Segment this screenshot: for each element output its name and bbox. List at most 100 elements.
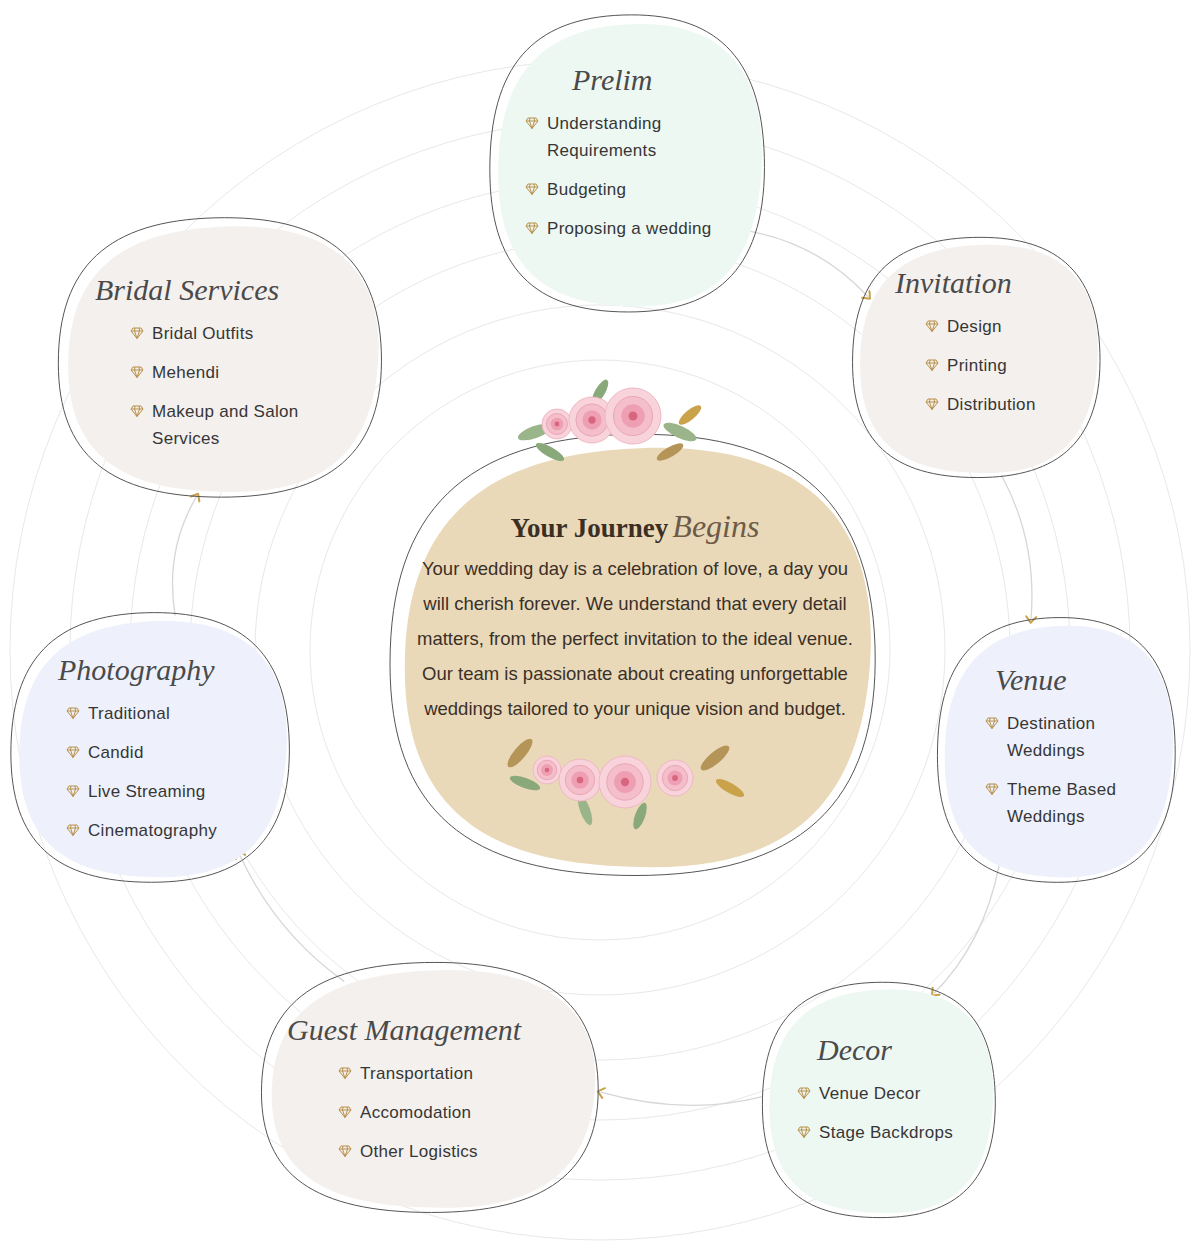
gem-bullet [130, 404, 144, 418]
service-item: Understanding Requirements [525, 110, 748, 164]
service-item: Design [925, 313, 1087, 340]
blob-outline [58, 218, 381, 497]
rose-petal [533, 756, 561, 784]
gem-outline [986, 718, 998, 729]
service-blob: PrelimUnderstanding RequirementsBudgetin… [487, 12, 770, 315]
blob-fill [945, 626, 1173, 878]
rose-center [629, 412, 638, 421]
rose-petal [662, 765, 687, 790]
rose-center [588, 416, 595, 423]
rose-petal [542, 409, 572, 439]
rose-center [577, 777, 584, 784]
rose-petal [613, 396, 652, 435]
blob-outline [390, 434, 875, 875]
rose-petal [541, 764, 553, 776]
service-item: Candid [66, 739, 273, 766]
background-ring [10, 60, 1190, 1240]
rose-petal [559, 759, 601, 801]
service-item: Destination Weddings [985, 710, 1162, 764]
flow-connector [1002, 475, 1032, 620]
service-heading: Prelim [572, 60, 748, 100]
service-item: Bridal Outfits [130, 320, 366, 347]
service-item-text: Understanding Requirements [547, 110, 748, 164]
gem-bullet [130, 365, 144, 379]
flower-leaf [697, 742, 732, 774]
blob-outline [261, 962, 598, 1212]
gem-outline [798, 1088, 810, 1099]
gem-outline [131, 367, 143, 378]
flower-leaf [714, 776, 747, 801]
gem-bullet [925, 358, 939, 372]
service-item: Budgeting [525, 176, 748, 203]
service-item-text: Proposing a wedding [547, 215, 711, 242]
gem-bullet [985, 782, 999, 796]
service-item: Transportation [338, 1060, 583, 1087]
blob-outline [853, 237, 1100, 477]
service-item-text: Accomodation [360, 1099, 471, 1126]
blob-fill [769, 989, 993, 1213]
gem-outline [131, 406, 143, 417]
gem-outline [926, 360, 938, 371]
gem-outline [131, 328, 143, 339]
rose-petal [607, 764, 643, 800]
service-item: Venue Decor [797, 1080, 982, 1107]
blob-outline [937, 618, 1175, 883]
service-item: Stage Backdrops [797, 1119, 982, 1146]
gem-outline [798, 1127, 810, 1138]
title-row: Your JourneyBegins [415, 508, 855, 545]
service-item-text: Stage Backdrops [819, 1119, 953, 1146]
intro-title: Your Journey [511, 513, 669, 543]
rose-center [672, 775, 678, 781]
gem-outline [926, 399, 938, 410]
service-list: PhotographyTraditionalCandidLive Streami… [66, 650, 273, 856]
service-item: Theme Based Weddings [985, 776, 1162, 830]
service-item-text: Distribution [947, 391, 1036, 418]
service-item-text: Theme Based Weddings [1007, 776, 1162, 830]
service-heading: Invitation [895, 263, 1087, 303]
flow-connector [172, 496, 196, 615]
service-item: Proposing a wedding [525, 215, 748, 242]
flow-connector [934, 865, 999, 993]
flower-leaf [676, 402, 704, 428]
service-heading: Guest Management [287, 1010, 583, 1050]
rose-petal [571, 771, 589, 789]
service-item-text: Printing [947, 352, 1007, 379]
flower-leaf [655, 440, 686, 464]
flower-illustration [385, 430, 885, 880]
service-heading: Photography [58, 650, 273, 690]
service-blob: Guest ManagementTransportationAccomodati… [258, 960, 605, 1215]
service-item-text: Traditional [88, 700, 170, 727]
flower-leaf [504, 735, 536, 770]
service-item-text: Live Streaming [88, 778, 206, 805]
blob-fill [405, 448, 871, 867]
service-item: Distribution [925, 391, 1087, 418]
gem-outline [67, 708, 79, 719]
rose-petal [599, 756, 651, 808]
service-heading: Venue [995, 660, 1162, 700]
top-flowers [516, 377, 704, 464]
service-list: PrelimUnderstanding RequirementsBudgetin… [525, 60, 748, 254]
intro-content: Your JourneyBeginsYour wedding day is a … [415, 508, 855, 726]
blob-fill [19, 621, 287, 877]
rose-petal [565, 765, 594, 794]
blob-outline [490, 15, 765, 312]
intro-blob: Your JourneyBeginsYour wedding day is a … [385, 430, 885, 880]
service-item-text: Makeup and Salon Services [152, 398, 366, 452]
service-item-text: Transportation [360, 1060, 473, 1087]
rose-petal [547, 414, 568, 435]
gem-bullet [985, 716, 999, 730]
blob-fill [860, 245, 1098, 473]
rose-center [545, 768, 549, 772]
rose-center [555, 422, 560, 427]
service-item-text: Mehendi [152, 359, 219, 386]
blob-fill [498, 24, 762, 306]
service-item-text: Other Logistics [360, 1138, 478, 1165]
blob-fill [272, 970, 595, 1208]
gem-bullet [338, 1144, 352, 1158]
gem-outline [339, 1068, 351, 1079]
gem-bullet [797, 1125, 811, 1139]
intro-body: Your wedding day is a celebration of lov… [415, 551, 855, 726]
gem-bullet [338, 1105, 352, 1119]
